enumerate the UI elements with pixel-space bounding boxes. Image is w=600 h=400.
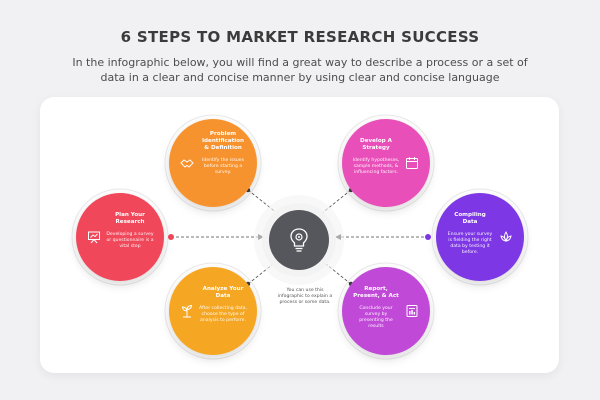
- ring-step-6: [337, 262, 435, 360]
- arrowhead-left: [258, 234, 264, 240]
- ring-step-1: [164, 114, 262, 212]
- step-5-title: Analyze Your Data: [202, 286, 244, 299]
- center-hub: [269, 210, 329, 270]
- ring-step-2: [337, 114, 435, 212]
- handshake-icon: [179, 155, 195, 171]
- ring-step-5: [164, 262, 262, 360]
- step-4-title: Compiling Data: [454, 212, 486, 225]
- report-icon: [404, 303, 420, 319]
- dot-3: [168, 234, 174, 240]
- step-2-title: Develop A Strategy: [360, 138, 392, 151]
- step-3-desc: Developing a survey or questionnaire is …: [106, 232, 154, 249]
- step-3-circle: Plan Your Research Developing a survey o…: [76, 193, 164, 281]
- step-3-title: Plan Your Research: [115, 212, 145, 225]
- step-5-circle: Analyze Your Data After collecting data,…: [169, 267, 257, 355]
- step-1-title: Problem Identification & Definition: [201, 131, 245, 151]
- connector-5: [247, 259, 279, 285]
- step-5-desc: After collecting data, choose the type o…: [199, 306, 247, 323]
- ring-step-4: [431, 188, 529, 286]
- calendar-icon: [404, 155, 420, 171]
- step-6-desc: Conclude your survey by presenting the r…: [359, 306, 393, 329]
- step-2-desc: Identify hypotheses, sample methods, & i…: [352, 158, 400, 175]
- step-6-circle: Report, Present, & Act Conclude your sur…: [342, 267, 430, 355]
- arrowhead-right: [335, 234, 341, 240]
- lightbulb-gear-icon: [290, 228, 308, 252]
- connector-2: [320, 189, 352, 215]
- center-note: You can use this infographic to explain …: [277, 288, 333, 306]
- connector-1: [247, 189, 279, 215]
- step-4-desc: Ensure your survey is fielding the right…: [447, 232, 493, 255]
- page-subtitle: In the infographic below, you will find …: [72, 56, 528, 84]
- presentation-board-icon: [86, 229, 102, 245]
- plant-growth-icon: [179, 303, 195, 319]
- dot-4: [425, 234, 431, 240]
- step-1-desc: Identify the issues before starting a su…: [202, 158, 244, 175]
- step-6-title: Report, Present, & Act: [353, 286, 399, 299]
- lotus-icon: [498, 229, 514, 245]
- step-2-circle: Develop A Strategy Identify hypotheses, …: [342, 119, 430, 207]
- step-4-circle: Compiling Data Ensure your survey is fie…: [436, 193, 524, 281]
- step-1-circle: Problem Identification & Definition Iden…: [169, 119, 257, 207]
- page-title: 6 STEPS TO MARKET RESEARCH SUCCESS: [120, 28, 480, 46]
- connector-6: [320, 259, 352, 285]
